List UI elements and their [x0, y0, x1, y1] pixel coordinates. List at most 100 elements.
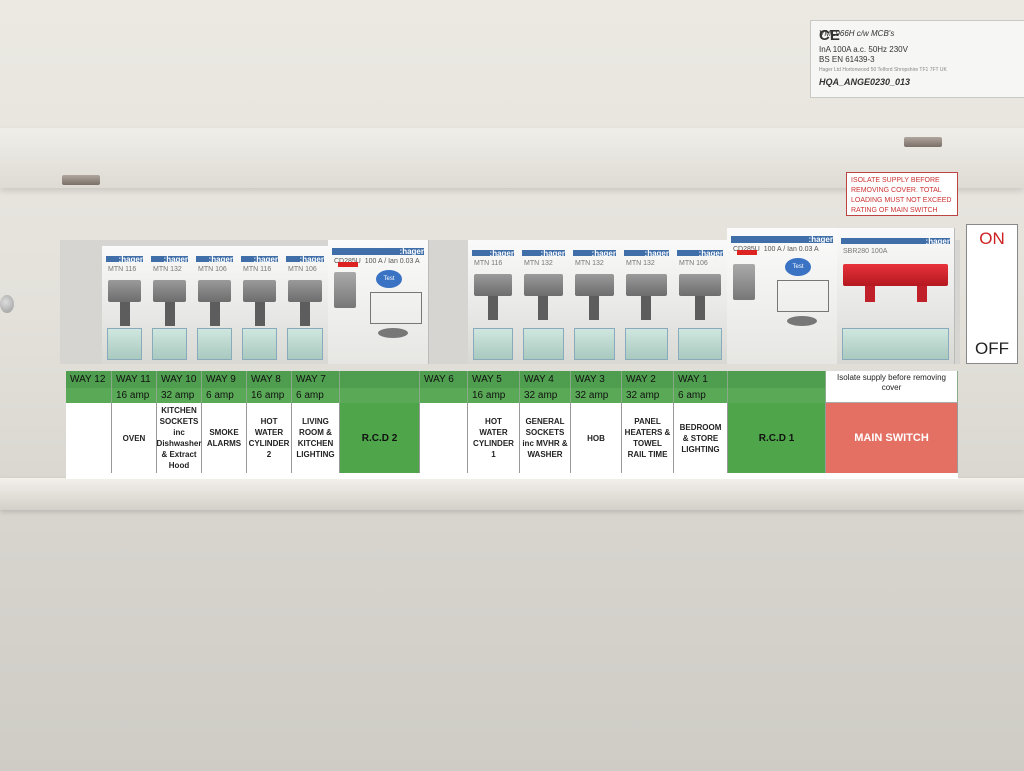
cover-clip-left	[62, 175, 100, 185]
spec-rating: InA 100A a.c. 50Hz 230V	[819, 45, 908, 54]
way-label: WAY 10	[157, 371, 202, 388]
way-label	[340, 371, 420, 388]
on-off-indicator: ON OFF	[966, 224, 1018, 364]
mcb-way-1[interactable]: :hager MTN 106	[673, 240, 728, 364]
mcb-way-7[interactable]: :hager MTN 106	[282, 246, 329, 364]
amp-label: 6 amp	[202, 388, 247, 403]
amp-label: 6 amp	[292, 388, 340, 403]
spec-label: VML966H c/w MCB's CE InA 100A a.c. 50Hz …	[810, 20, 1024, 98]
circuit-description: KITCHEN SOCKETS inc Dishwasher & Extract…	[157, 403, 202, 473]
breaker-window	[473, 328, 513, 360]
brand-strip: :hager	[106, 255, 143, 264]
way-label: WAY 1	[674, 371, 728, 388]
mcb-way-3[interactable]: :hager MTN 132	[569, 240, 621, 364]
breaker-lever[interactable]	[589, 296, 599, 320]
rcd-1: :hager CD285U 100 A / Ian 0.03 A Test	[727, 228, 838, 364]
way-label: WAY 11	[112, 371, 157, 388]
main-switch-lever[interactable]	[865, 286, 875, 302]
breaker-toggle[interactable]	[474, 274, 512, 296]
amp-label: 6 amp	[674, 388, 728, 403]
brand-strip: :hager	[472, 249, 514, 258]
amp-label: 16 amp	[468, 388, 520, 403]
way-label: WAY 9	[202, 371, 247, 388]
test-button[interactable]: Test	[376, 270, 402, 288]
main-switch-lever[interactable]	[917, 286, 927, 302]
breaker-lever[interactable]	[165, 302, 175, 326]
amp-label: 16 amp	[112, 388, 157, 403]
brand-strip: :hager	[573, 249, 616, 258]
amp-label: 32 amp	[520, 388, 571, 403]
mcb-way-4[interactable]: :hager MTN 132	[518, 240, 570, 364]
circuit-description: GENERAL SOCKETS inc MVHR & WASHER	[520, 403, 571, 473]
breaker-toggle[interactable]	[524, 274, 563, 296]
main-switch-model: SBR280 100A	[843, 248, 888, 255]
breaker-window	[574, 328, 615, 360]
mcb-way-2[interactable]: :hager MTN 132	[620, 240, 674, 364]
main-switch-toggle[interactable]	[843, 264, 948, 286]
breaker-toggle[interactable]	[626, 274, 667, 296]
mcb-way-11[interactable]: :hager MTN 116	[102, 246, 148, 364]
breaker-toggle[interactable]	[153, 280, 186, 302]
breaker-lever[interactable]	[641, 296, 651, 320]
rcd-toggle[interactable]	[334, 272, 356, 308]
breaker-lever[interactable]	[538, 296, 548, 320]
brand-strip: :hager	[522, 249, 565, 258]
breaker-lever[interactable]	[300, 302, 310, 326]
brand-strip: :hager	[332, 247, 424, 256]
warning-line: REMOVING COVER. TOTAL	[851, 187, 942, 194]
mcb-way-9[interactable]: :hager MTN 106	[192, 246, 238, 364]
breaker-window	[242, 328, 277, 360]
breaker-toggle[interactable]	[288, 280, 322, 302]
breaker-toggle[interactable]	[575, 274, 614, 296]
brand-strip: :hager	[286, 255, 324, 264]
breaker-toggle[interactable]	[679, 274, 721, 296]
amp-label: 32 amp	[571, 388, 622, 403]
circuit-description: PANEL HEATERS & TOWEL RAIL TIME	[622, 403, 674, 473]
breaker-model: MTN 132	[524, 260, 553, 267]
spec-code: HQA_ANGE0230_013	[819, 77, 911, 87]
breaker-window	[197, 328, 232, 360]
breaker-window	[107, 328, 142, 360]
mcb-way-8[interactable]: :hager MTN 116	[237, 246, 283, 364]
amp-label: 32 amp	[157, 388, 202, 403]
isolate-note: Isolate supply before removing cover	[826, 371, 958, 403]
mcb-way-10[interactable]: :hager MTN 132	[147, 246, 193, 364]
mcb-way-5[interactable]: :hager MTN 116	[468, 240, 519, 364]
breaker-model: MTN 132	[153, 266, 182, 273]
test-button[interactable]: Test	[785, 258, 811, 276]
rcd-model: CD285U 100 A / Ian 0.03 A	[733, 246, 819, 253]
breaker-model: MTN 132	[626, 260, 655, 267]
circuit-description	[420, 403, 468, 473]
amp-label	[66, 388, 112, 403]
way-label: WAY 3	[571, 371, 622, 388]
breaker-model: MTN 116	[474, 260, 503, 267]
breaker-lever[interactable]	[120, 302, 130, 326]
brand-strip: :hager	[151, 255, 188, 264]
rcd-logo-oval	[378, 328, 408, 338]
breaker-lever[interactable]	[488, 296, 498, 320]
circuit-description: HOT WATER CYLINDER 2	[247, 403, 292, 473]
breaker-toggle[interactable]	[198, 280, 231, 302]
breaker-window	[625, 328, 668, 360]
brand-strip: :hager	[624, 249, 669, 258]
spec-model: VML966H c/w MCB's	[819, 29, 895, 38]
breaker-lever[interactable]	[210, 302, 220, 326]
way-label: WAY 4	[520, 371, 571, 388]
breaker-toggle[interactable]	[108, 280, 141, 302]
breaker-lever[interactable]	[255, 302, 265, 326]
brand-strip: :hager	[677, 249, 723, 258]
rcd-toggle[interactable]	[733, 264, 755, 300]
way-label: WAY 8	[247, 371, 292, 388]
trip-indicator	[338, 262, 358, 267]
breaker-toggle[interactable]	[243, 280, 276, 302]
rcd-model: CD285U 100 A / Ian 0.03 A	[334, 258, 420, 265]
brand-strip: :hager	[731, 235, 833, 244]
way-label: WAY 12	[66, 371, 112, 388]
way-label: WAY 5	[468, 371, 520, 388]
rcd-circuit-diagram	[777, 280, 829, 312]
main-switch[interactable]: :hager SBR280 100A	[837, 228, 955, 364]
lower-cover-ledge	[0, 478, 1024, 510]
brand-strip: :hager	[841, 237, 950, 246]
breaker-lever[interactable]	[695, 296, 705, 320]
